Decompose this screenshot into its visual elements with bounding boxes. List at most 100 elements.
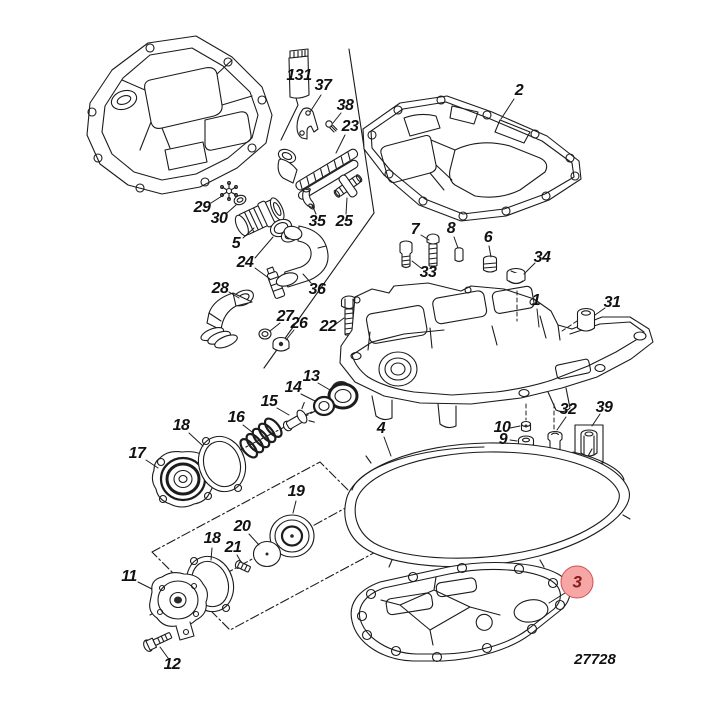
- leader-line: [210, 195, 223, 204]
- part-25-fitting: [333, 174, 363, 198]
- leader-line: [242, 227, 255, 239]
- callout-17[interactable]: 17: [128, 445, 146, 462]
- leader-line: [420, 234, 430, 241]
- part-18-gasket-upper: [197, 435, 247, 493]
- leader-line: [248, 533, 260, 546]
- callout-39[interactable]: 39: [595, 399, 613, 416]
- callout-2[interactable]: 2: [514, 82, 524, 99]
- leader-line: [383, 436, 392, 457]
- leader-line: [335, 317, 345, 325]
- leader-line: [300, 393, 316, 402]
- callout-10[interactable]: 10: [493, 419, 511, 436]
- leader-line: [591, 413, 601, 427]
- leader-line: [210, 547, 213, 561]
- callout-18[interactable]: 18: [172, 417, 190, 434]
- part-2-gasket: [362, 95, 582, 222]
- callout-1[interactable]: 1: [531, 292, 541, 309]
- callout-26[interactable]: 26: [290, 315, 308, 332]
- callout-14[interactable]: 14: [284, 379, 302, 396]
- callout-11[interactable]: 11: [121, 568, 137, 585]
- part-13-seal-ring: [327, 382, 359, 410]
- part-12-bolt: [143, 632, 173, 652]
- callout-8[interactable]: 8: [446, 220, 456, 237]
- leader-line: [269, 322, 281, 332]
- part-15-shaft: [282, 402, 315, 432]
- leader-line: [453, 236, 459, 249]
- part-housing-reference-view: [86, 35, 273, 195]
- leader-line: [159, 646, 169, 659]
- callout-30[interactable]: 30: [210, 210, 228, 227]
- section-divider-line: [263, 48, 375, 369]
- diagram-number: 27728: [574, 651, 616, 668]
- leader-line: [302, 273, 312, 284]
- part-31-bushing: [576, 307, 596, 332]
- part-27-washer: [258, 328, 272, 340]
- part-7-bolt: [426, 233, 440, 267]
- part-10-nut: [520, 420, 532, 433]
- callout-32[interactable]: 32: [559, 401, 577, 418]
- callout-131[interactable]: 131: [286, 67, 312, 84]
- callout-12[interactable]: 12: [163, 656, 181, 673]
- leader-line: [335, 134, 346, 154]
- leader-line: [145, 459, 159, 469]
- callout-31[interactable]: 31: [603, 294, 621, 311]
- callout-19[interactable]: 19: [287, 483, 305, 500]
- part-14-ring: [312, 395, 336, 417]
- callout-25[interactable]: 25: [335, 213, 353, 230]
- leader-line: [548, 592, 566, 604]
- leader-line: [236, 554, 242, 563]
- callout-4[interactable]: 4: [376, 420, 386, 437]
- leader-line: [556, 416, 567, 431]
- callout-38[interactable]: 38: [336, 97, 354, 114]
- leader-line: [411, 260, 422, 269]
- callout-3-highlighted[interactable]: 3: [560, 565, 594, 599]
- part-37-bracket: [296, 107, 319, 140]
- leader-line: [332, 112, 342, 124]
- callout-35[interactable]: 35: [308, 213, 326, 230]
- part-26-plug: [272, 336, 290, 352]
- part-8-pin: [454, 247, 464, 263]
- callout-33[interactable]: 33: [419, 264, 437, 281]
- callout-36[interactable]: 36: [308, 281, 326, 298]
- leader-line: [292, 500, 297, 514]
- leader-line: [311, 204, 317, 215]
- leader-line: [561, 320, 578, 332]
- leader-line: [488, 245, 492, 258]
- callout-29[interactable]: 29: [193, 199, 211, 216]
- callout-6[interactable]: 6: [483, 229, 493, 246]
- callout-7[interactable]: 7: [410, 221, 420, 238]
- leader-line: [509, 439, 518, 442]
- leader-line: [345, 197, 348, 215]
- callout-28[interactable]: 28: [211, 280, 229, 297]
- callout-34[interactable]: 34: [533, 249, 551, 266]
- part-19-diaphragm: [269, 514, 315, 558]
- part-38-screw: [325, 120, 338, 133]
- callout-23[interactable]: 23: [341, 118, 359, 135]
- leader-line: [254, 267, 271, 280]
- leader-line: [500, 98, 515, 120]
- callout-37[interactable]: 37: [314, 77, 332, 94]
- callout-22[interactable]: 22: [319, 318, 337, 335]
- callout-5[interactable]: 5: [231, 235, 241, 252]
- callout-21[interactable]: 21: [224, 539, 242, 556]
- callout-13[interactable]: 13: [302, 368, 320, 385]
- part-131-sealant-tube: [280, 48, 310, 141]
- callout-18[interactable]: 18: [203, 530, 221, 547]
- leader-line: [228, 291, 240, 299]
- part-20-disc: [252, 540, 282, 568]
- leader-line: [285, 329, 295, 341]
- callout-15[interactable]: 15: [260, 393, 278, 410]
- part-28-elbow-fitting: [200, 289, 254, 349]
- part-34-plug: [506, 267, 526, 285]
- callout-24[interactable]: 24: [236, 254, 254, 271]
- callout-16[interactable]: 16: [227, 409, 245, 426]
- callout-27[interactable]: 27: [276, 308, 294, 325]
- leader-line: [536, 308, 540, 328]
- part-16-spring: [239, 417, 283, 459]
- callout-20[interactable]: 20: [233, 518, 251, 535]
- part-23-plate: [277, 148, 359, 200]
- leader-line: [317, 382, 331, 391]
- callout-9[interactable]: 9: [498, 431, 508, 448]
- leader-line: [242, 424, 253, 433]
